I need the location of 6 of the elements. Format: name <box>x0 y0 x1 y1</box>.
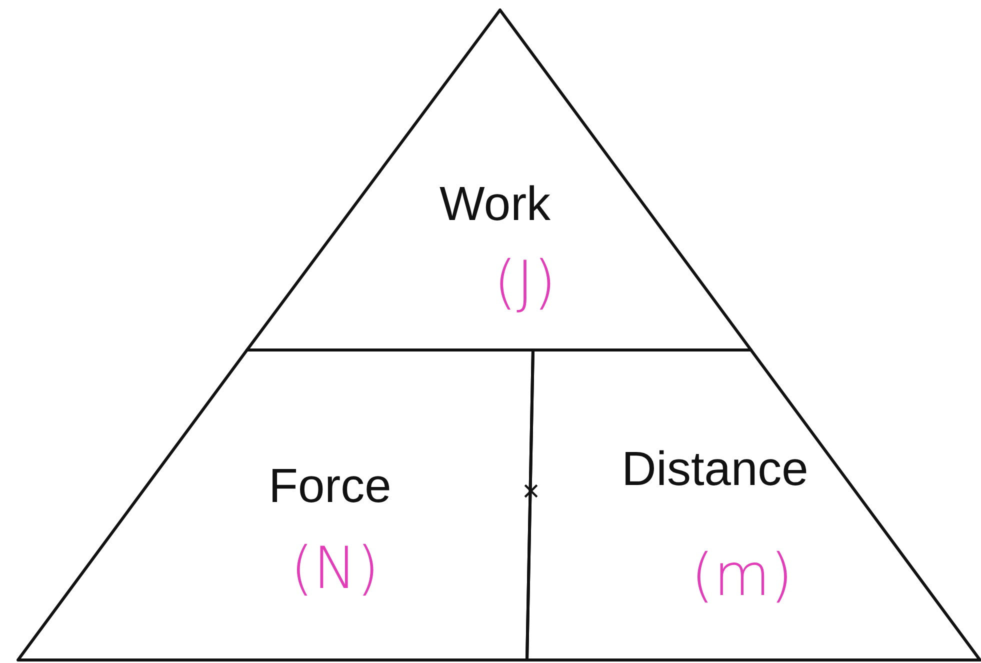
unit-label: (N) <box>290 539 380 597</box>
unit-label: (m) <box>691 546 793 604</box>
quantity-label: Distance <box>622 446 808 494</box>
unit-label: (J) <box>494 253 556 311</box>
quantity-label: Work <box>439 181 551 229</box>
quantity-label: Force <box>268 463 392 511</box>
